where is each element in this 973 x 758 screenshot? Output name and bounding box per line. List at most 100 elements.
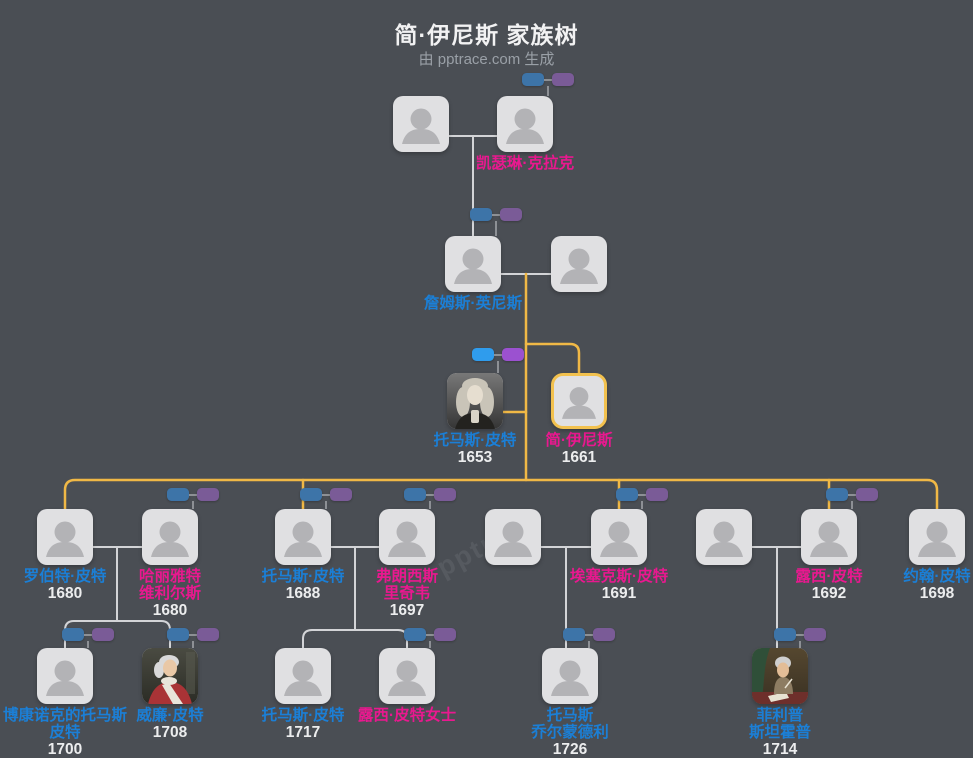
person-silhouette-icon [454,248,492,284]
chip-stub-line [192,501,194,509]
chip-stub-line [429,501,431,509]
person-birth-year: 1708 [152,724,188,741]
mother-chip[interactable] [856,488,878,501]
chip-link-line [848,494,856,496]
father-chip[interactable] [300,488,322,501]
father-chip[interactable] [167,488,189,501]
father-chip[interactable] [522,73,544,86]
person-avatar [445,236,501,292]
person-name-line: 菲利普 [756,707,804,724]
person-birth-year: 1691 [601,585,637,602]
chip-stub-line [588,641,590,648]
person-avatar [275,509,331,565]
father-chip[interactable] [472,348,494,361]
person-birth-year: 1717 [285,724,321,741]
mother-chip[interactable] [92,628,114,641]
father-chip[interactable] [62,628,84,641]
father-chip[interactable] [826,488,848,501]
chip-link-line [796,634,804,636]
chip-stub-line [497,361,499,373]
person-node[interactable]: 詹姆斯·英尼斯 [388,236,558,312]
chip-stub-line [429,641,431,648]
person-birth-year: 1697 [389,602,425,619]
father-chip[interactable] [774,628,796,641]
person-node[interactable] [428,509,598,568]
person-silhouette-icon [46,660,84,696]
chip-stub-line [87,641,89,648]
person-node[interactable]: 露西·皮特女士 [322,648,492,724]
father-chip[interactable] [404,628,426,641]
person-name-line: 弗朗西斯 [375,568,438,585]
person-avatar [752,648,808,704]
person-birth-year: 1698 [919,585,955,602]
person-silhouette-icon [494,521,532,557]
mother-chip[interactable] [434,488,456,501]
person-silhouette-icon [506,108,544,144]
person-node[interactable] [336,96,506,155]
person-avatar [591,509,647,565]
person-node[interactable]: 凯瑟琳·克拉克 [440,96,610,172]
father-chip[interactable] [563,628,585,641]
mother-chip[interactable] [330,488,352,501]
person-avatar [551,236,607,292]
portrait-photo [447,373,503,429]
person-silhouette-icon [918,521,956,557]
person-silhouette-icon [388,660,426,696]
mother-chip[interactable] [646,488,668,501]
person-avatar [801,509,857,565]
person-name-line: 凯瑟琳·克拉克 [475,155,575,172]
chip-link-line [638,494,646,496]
mother-chip[interactable] [804,628,826,641]
person-name-line: 罗伯特·皮特 [23,568,107,585]
mother-chip[interactable] [593,628,615,641]
person-birth-year: 1653 [457,449,493,466]
mother-chip[interactable] [197,488,219,501]
father-chip[interactable] [616,488,638,501]
mother-chip[interactable] [197,628,219,641]
chip-link-line [189,634,197,636]
chip-link-line [84,634,92,636]
person-name-line: 托马斯·皮特 [433,432,517,449]
person-silhouette-icon [284,521,322,557]
page-title: 简·伊尼斯 家族树 [394,22,579,48]
chip-stub-line [851,501,853,509]
father-chip[interactable] [167,628,189,641]
person-avatar [542,648,598,704]
father-chip[interactable] [404,488,426,501]
page-subtitle: 由 pptrace.com 生成 [418,51,555,68]
person-name-line: 斯坦霍普 [748,724,811,741]
person-node[interactable] [494,236,664,295]
person-silhouette-icon [705,521,743,557]
chip-link-line [544,79,552,81]
mother-chip[interactable] [434,628,456,641]
person-avatar [393,96,449,152]
person-avatar [142,648,198,704]
mother-chip[interactable] [552,73,574,86]
father-chip[interactable] [470,208,492,221]
person-silhouette-icon [810,521,848,557]
person-name-line: 埃塞克斯·皮特 [569,568,669,585]
mother-chip[interactable] [500,208,522,221]
mother-chip[interactable] [502,348,524,361]
chip-stub-line [192,641,194,648]
person-node[interactable] [639,509,809,568]
